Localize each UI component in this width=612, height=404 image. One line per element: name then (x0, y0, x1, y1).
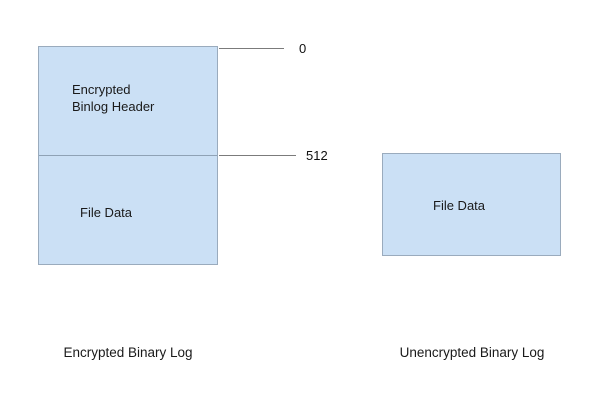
encrypted-file-data-label: File Data (80, 205, 133, 220)
unencrypted-binary-log-box: File Data (382, 153, 561, 256)
offset-label-0: 0 (299, 41, 307, 56)
offset-label-512: 512 (306, 148, 328, 163)
encrypted-binary-log-caption: Encrypted Binary Log (63, 345, 193, 360)
unencrypted-binary-log-caption: Unencrypted Binary Log (399, 345, 545, 360)
binlog-header-divider (39, 155, 217, 156)
unencrypted-file-data-label: File Data (433, 198, 486, 213)
encrypted-binlog-header-line2: Binlog Header (72, 99, 155, 114)
offset-leader-line-512 (219, 155, 296, 156)
offset-leader-line-0 (219, 48, 284, 49)
encrypted-binlog-header-line1: Encrypted (72, 82, 131, 97)
